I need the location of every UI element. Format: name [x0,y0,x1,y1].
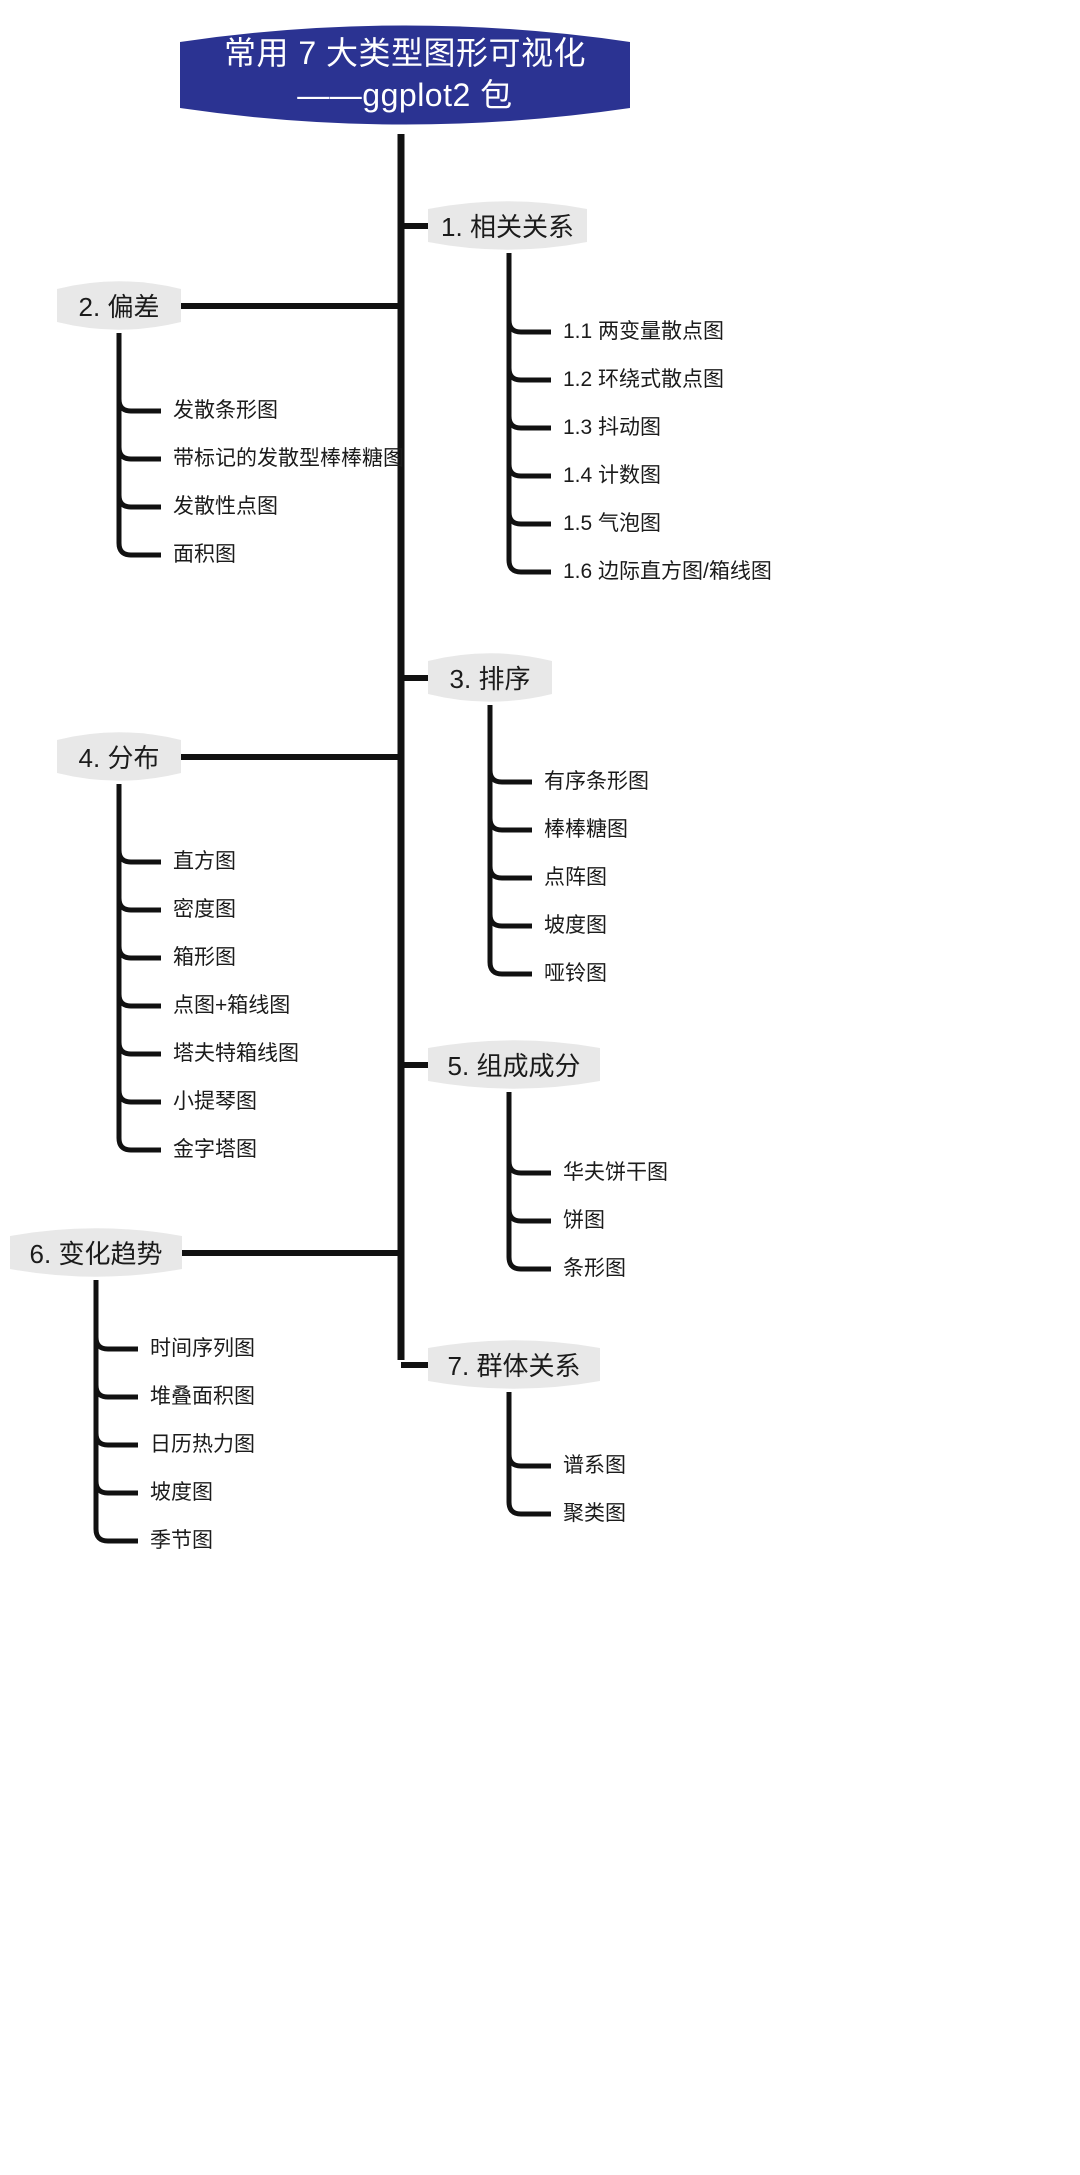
leaf-label[interactable]: 季节图 [150,1529,213,1552]
leaf-label[interactable]: 饼图 [563,1209,605,1232]
leaf-label[interactable]: 小提琴图 [173,1090,257,1113]
leaf-tick-b1-4 [506,511,551,527]
leaf-tick-b3-3 [487,913,532,929]
leaf-tick-b2-0 [116,398,161,414]
leaf-tick-b5-1 [506,1208,551,1224]
leaf-label[interactable]: 面积图 [173,543,236,566]
spine-b6 [93,1280,138,1544]
leaf-label[interactable]: 1.1 两变量散点图 [563,320,725,343]
branch-node-shape [10,1228,182,1277]
root-node-shape [180,25,630,125]
leaf-label[interactable]: 坡度图 [150,1481,213,1504]
branch-node-label: 1. 相关关系 [441,212,574,242]
branch-node-shape [57,732,181,781]
leaf-label[interactable]: 密度图 [173,898,236,921]
leaf-label[interactable]: 1.6 边际直方图/箱线图 [563,560,772,583]
leaf-tick-b4-5 [116,1089,161,1105]
leaf-tick-b3-2 [487,865,532,881]
leaf-label[interactable]: 坡度图 [544,914,607,937]
leaf-label[interactable]: 棒棒糖图 [544,818,628,841]
leaf-tick-b1-0 [506,319,551,335]
leaf-label[interactable]: 哑铃图 [544,962,607,985]
leaf-tick-b5-0 [506,1160,551,1176]
branch-node-b5[interactable]: 5. 组成成分 [428,1037,600,1092]
spine-b5 [506,1092,551,1272]
leaf-tick-b4-1 [116,897,161,913]
leaf-tick-b1-3 [506,463,551,479]
leaf-label[interactable]: 发散条形图 [173,399,278,422]
leaf-label[interactable]: 箱形图 [173,946,236,969]
branch-node-shape [428,1040,600,1089]
branch-node-b3[interactable]: 3. 排序 [428,650,552,705]
root-title-line2: ——ggplot2 包 [297,77,513,113]
leaf-label[interactable]: 点阵图 [544,866,607,889]
leaf-label[interactable]: 1.4 计数图 [563,464,662,487]
branch-node-b4[interactable]: 4. 分布 [57,729,181,784]
branch-node-shape [57,281,181,330]
leaf-tick-b1-2 [506,415,551,431]
leaf-label[interactable]: 时间序列图 [150,1337,255,1360]
leaf-tick-b4-4 [116,1041,161,1057]
leaf-tick-b2-1 [116,446,161,462]
branch-node-shape [428,653,552,702]
branch-node-b6[interactable]: 6. 变化趋势 [10,1225,182,1280]
leaf-label[interactable]: 1.3 抖动图 [563,416,662,439]
branch-node-b2[interactable]: 2. 偏差 [57,278,181,333]
root-title-line1: 常用 7 大类型图形可视化 [223,35,587,72]
leaf-tick-b4-0 [116,849,161,865]
spine-b1 [506,253,551,575]
leaf-tick-b6-1 [93,1384,138,1400]
leaf-tick-b6-2 [93,1432,138,1448]
leaf-tick-b4-2 [116,945,161,961]
spine-b3 [487,705,532,977]
leaf-label[interactable]: 塔夫特箱线图 [173,1042,299,1065]
leaf-tick-b1-1 [506,367,551,383]
branch-node-shape [428,201,587,250]
branch-node-b7[interactable]: 7. 群体关系 [428,1337,600,1392]
leaf-label[interactable]: 直方图 [173,850,236,873]
branch-node-label: 2. 偏差 [78,292,160,322]
branch-node-b1[interactable]: 1. 相关关系 [428,198,587,253]
root-node[interactable]: 常用 7 大类型图形可视化 ——ggplot2 包 [180,16,630,134]
leaf-label[interactable]: 1.5 气泡图 [563,512,662,535]
leaf-label[interactable]: 发散性点图 [173,495,278,518]
spine-b7 [506,1392,551,1517]
leaf-label[interactable]: 华夫饼干图 [563,1161,668,1184]
leaf-tick-b3-0 [487,769,532,785]
leaf-label[interactable]: 聚类图 [563,1502,626,1525]
leaf-label[interactable]: 谱系图 [563,1454,626,1477]
leaf-label[interactable]: 堆叠面积图 [150,1385,255,1408]
leaf-tick-b6-3 [93,1480,138,1496]
leaf-tick-b7-0 [506,1453,551,1469]
branch-node-label: 3. 排序 [449,664,531,694]
leaf-label[interactable]: 有序条形图 [544,770,649,793]
leaf-label[interactable]: 日历热力图 [150,1433,255,1456]
leaf-label[interactable]: 条形图 [563,1257,626,1280]
leaf-label[interactable]: 金字塔图 [173,1138,257,1161]
branch-node-label: 6. 变化趋势 [29,1239,163,1269]
branch-node-label: 5. 组成成分 [447,1051,581,1081]
leaf-label[interactable]: 点图+箱线图 [173,994,291,1017]
branch-node-label: 4. 分布 [78,743,160,773]
spine-b2 [116,333,161,558]
leaf-tick-b2-2 [116,494,161,510]
leaf-label[interactable]: 1.2 环绕式散点图 [563,368,725,391]
spine-b4 [116,784,161,1153]
branch-node-shape [428,1340,600,1389]
leaf-tick-b3-1 [487,817,532,833]
branch-node-label: 7. 群体关系 [447,1351,581,1381]
leaf-tick-b4-3 [116,993,161,1009]
leaf-label[interactable]: 带标记的发散型棒棒糖图 [173,447,404,470]
leaf-tick-b6-0 [93,1336,138,1352]
